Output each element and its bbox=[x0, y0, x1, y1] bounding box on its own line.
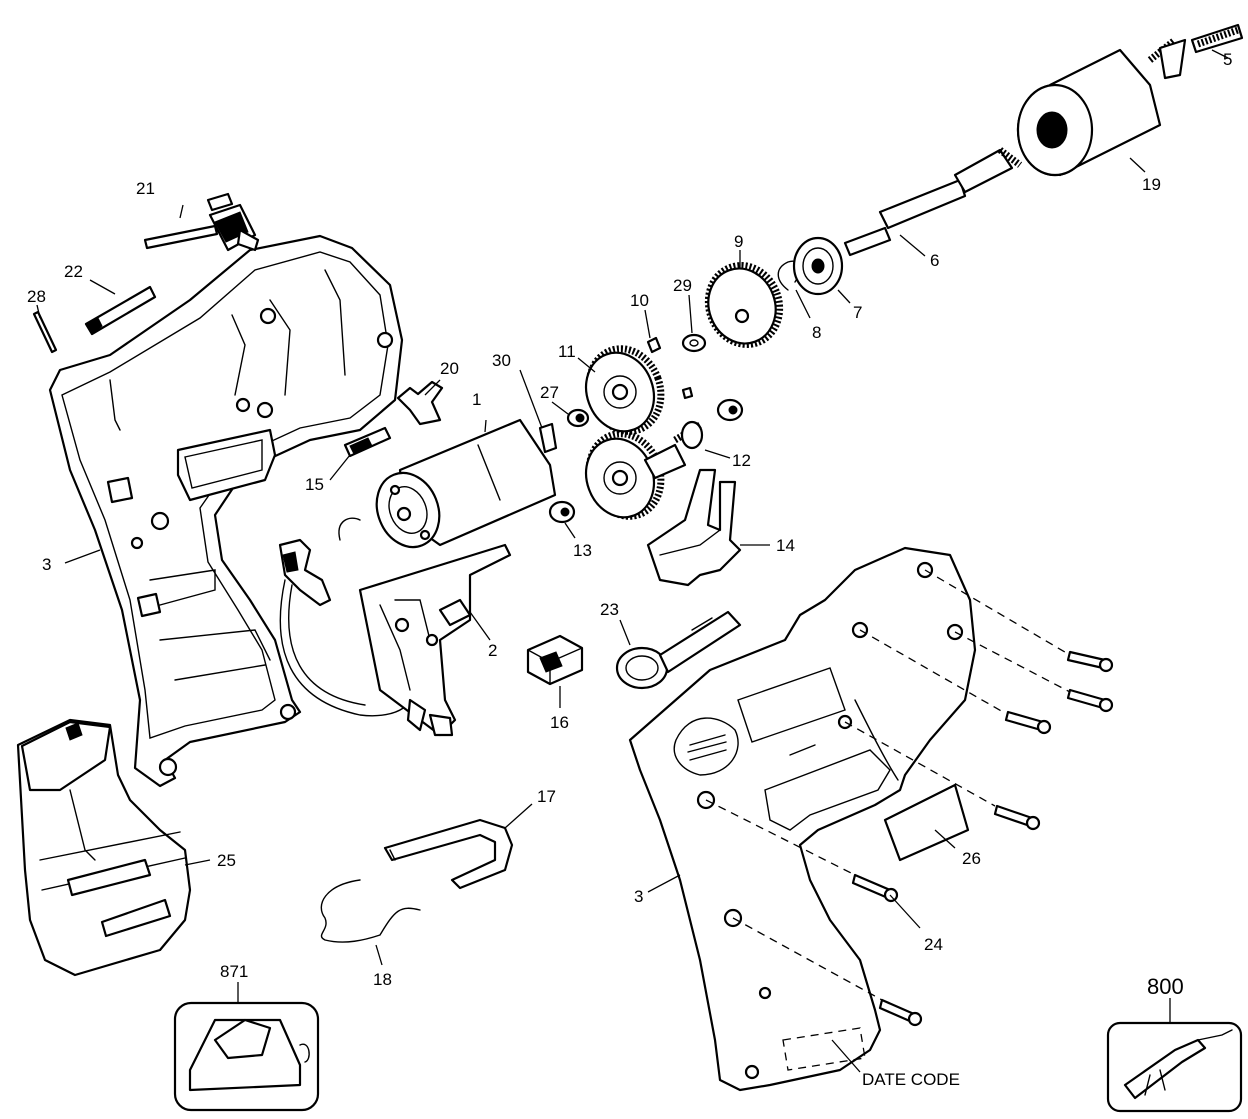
label-21: 21 bbox=[136, 179, 155, 198]
connector bbox=[343, 426, 392, 458]
date-code-label: DATE CODE bbox=[862, 1070, 960, 1089]
screw-dashed-lines bbox=[705, 569, 1071, 1001]
battery-pack bbox=[16, 718, 192, 977]
right-housing-half bbox=[628, 546, 977, 1092]
pin-10 bbox=[646, 336, 662, 354]
label-800: 800 bbox=[1147, 974, 1184, 999]
bushing bbox=[681, 386, 744, 422]
spindle bbox=[843, 147, 1023, 257]
clip bbox=[396, 380, 444, 426]
label-25: 25 bbox=[217, 851, 236, 870]
label-7: 7 bbox=[853, 303, 862, 322]
spring-clip bbox=[383, 818, 514, 890]
label-13: 13 bbox=[573, 541, 592, 560]
label-27: 27 bbox=[540, 383, 559, 402]
label-871: 871 bbox=[220, 962, 248, 981]
label-2: 2 bbox=[488, 641, 497, 660]
housing-screws bbox=[851, 650, 1114, 1027]
bearing bbox=[792, 236, 844, 296]
bushing-13 bbox=[548, 500, 576, 524]
label-30: 30 bbox=[492, 351, 511, 370]
label-3-right: 3 bbox=[634, 887, 643, 906]
left-housing-half bbox=[48, 234, 404, 788]
label-22: 22 bbox=[64, 262, 83, 281]
label-8: 8 bbox=[812, 323, 821, 342]
gear-9 bbox=[704, 262, 784, 348]
label-19: 19 bbox=[1142, 175, 1161, 194]
chuck bbox=[1016, 37, 1187, 177]
label-17: 17 bbox=[537, 787, 556, 806]
charger-800-box bbox=[1106, 1021, 1243, 1113]
label-1: 1 bbox=[472, 390, 481, 409]
label-6: 6 bbox=[930, 251, 939, 270]
lens bbox=[615, 610, 742, 690]
label-5: 5 bbox=[1223, 50, 1232, 69]
wire bbox=[320, 879, 421, 943]
gear-12 bbox=[585, 420, 704, 520]
label-16: 16 bbox=[550, 713, 569, 732]
label-20: 20 bbox=[440, 359, 459, 378]
label-15: 15 bbox=[305, 475, 324, 494]
spacer-27 bbox=[566, 408, 590, 428]
block bbox=[526, 634, 584, 686]
label-23: 23 bbox=[600, 600, 619, 619]
gear-11 bbox=[585, 345, 665, 435]
leader-lines bbox=[36, 49, 1229, 1073]
chuck-key bbox=[143, 192, 260, 252]
gear-case bbox=[646, 468, 742, 587]
label-9: 9 bbox=[734, 232, 743, 251]
label-18: 18 bbox=[373, 970, 392, 989]
label-26: 26 bbox=[962, 849, 981, 868]
switch-assembly bbox=[278, 517, 512, 737]
label-12: 12 bbox=[732, 451, 751, 470]
pin bbox=[32, 310, 58, 354]
label-28: 28 bbox=[27, 287, 46, 306]
label-29: 29 bbox=[673, 276, 692, 295]
charger-box bbox=[173, 1001, 320, 1112]
washer-29 bbox=[681, 333, 707, 353]
label-11: 11 bbox=[558, 342, 576, 361]
screw-5 bbox=[1190, 23, 1244, 54]
label-plate bbox=[883, 783, 970, 862]
label-14: 14 bbox=[776, 536, 795, 555]
screwdriver-bit bbox=[84, 285, 157, 336]
label-3-left: 3 bbox=[42, 555, 51, 574]
motor bbox=[375, 418, 558, 549]
label-10: 10 bbox=[630, 291, 649, 310]
label-24: 24 bbox=[924, 935, 943, 954]
